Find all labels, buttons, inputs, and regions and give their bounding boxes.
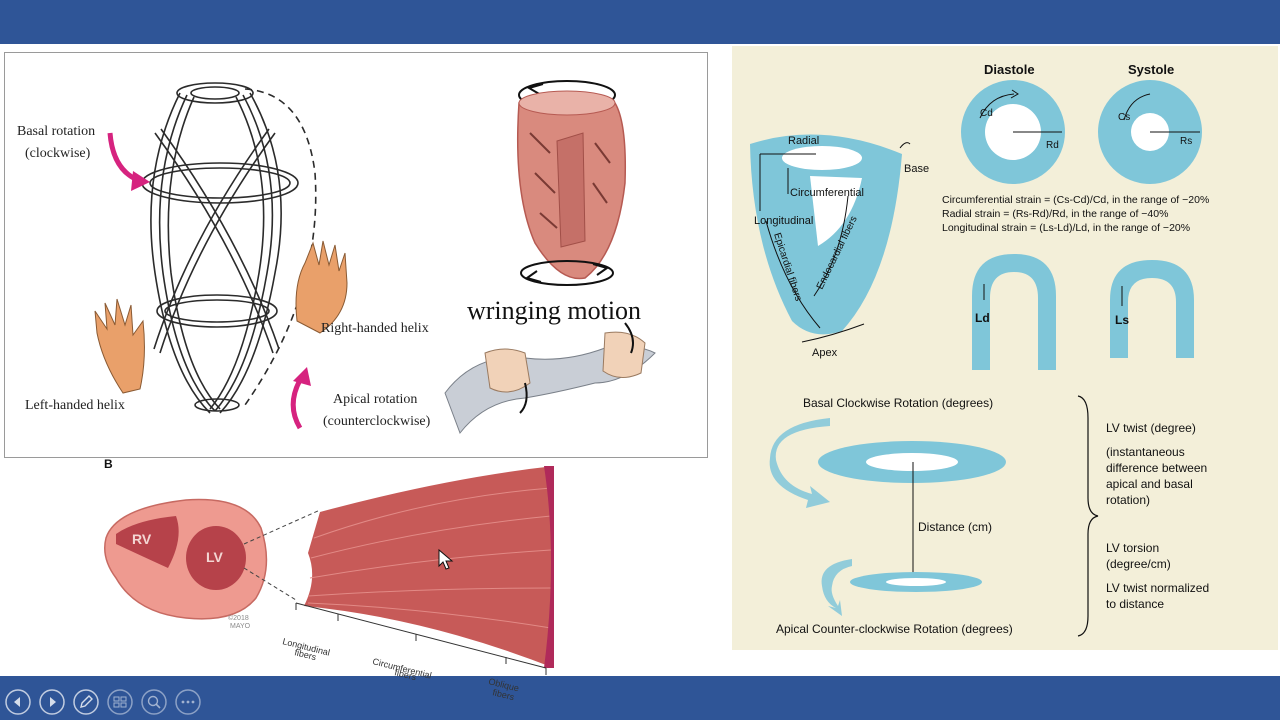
helix-bands-illustration xyxy=(141,82,317,414)
pen-icon[interactable] xyxy=(72,688,100,716)
copyright-mayo: MAYO xyxy=(230,623,251,630)
top-banner xyxy=(0,0,1280,44)
mouse-cursor-icon xyxy=(438,548,454,570)
left-hand-illustration xyxy=(94,298,145,394)
twist-def-line2: difference between xyxy=(1106,461,1207,475)
basal-direction-label: (clockwise) xyxy=(25,146,91,161)
cs-label: Cs xyxy=(1118,112,1130,123)
slideshow-controls xyxy=(0,684,202,720)
more-options-icon[interactable] xyxy=(174,688,202,716)
lv-label: LV xyxy=(206,549,224,565)
normalized-line1: LV twist normalized xyxy=(1106,581,1209,595)
helix-figure-panel: Basal rotation (clockwise) Right-handed … xyxy=(4,52,708,458)
rd-label: Rd xyxy=(1046,140,1059,151)
previous-slide-icon[interactable] xyxy=(4,688,32,716)
wringing-towel-illustration xyxy=(444,322,656,435)
section-b-label: B xyxy=(104,458,113,471)
lv-twist-label: LV twist (degree) xyxy=(1106,421,1196,435)
rv-cavity xyxy=(116,516,179,568)
twist-def-line1: (instantaneous xyxy=(1106,445,1185,459)
normalized-line2: to distance xyxy=(1106,597,1164,611)
rs-label: Rs xyxy=(1180,136,1192,147)
longitudinal-label: Longitudinal xyxy=(754,215,813,227)
systole-arch xyxy=(1110,260,1194,358)
fiber-section-panel: B RV LV ©2018 MAYO Longitudinal fibers C… xyxy=(96,458,566,720)
cd-label: Cd xyxy=(980,108,993,119)
radial-label: Radial xyxy=(788,135,819,147)
slides-grid-icon[interactable] xyxy=(106,688,134,716)
torsion-unit-label: (degree/cm) xyxy=(1106,557,1171,571)
apical-rotation-label: Apical rotation xyxy=(333,392,417,407)
longitudinal-strain-text: Longitudinal strain = (Ls-Ld)/Ld, in the… xyxy=(942,222,1190,234)
curly-brace xyxy=(1077,395,1099,637)
apical-rotation-arrow-cyan xyxy=(821,559,852,616)
diastole-heading: Diastole xyxy=(984,62,1035,77)
myocardium-wedge xyxy=(304,466,554,668)
rv-label: RV xyxy=(132,531,152,547)
apical-rotation-heading: Apical Counter-clockwise Rotation (degre… xyxy=(776,622,1013,636)
right-hand-illustration xyxy=(295,240,348,334)
ls-label: Ls xyxy=(1115,313,1129,327)
apex-label: Apex xyxy=(812,347,838,359)
twist-def-line3: apical and basal xyxy=(1106,477,1193,491)
systole-heading: Systole xyxy=(1128,62,1174,77)
lv-cavity xyxy=(186,526,246,590)
distance-label: Distance (cm) xyxy=(918,520,992,534)
radial-strain-text: Radial strain = (Rs-Rd)/Rd, in the range… xyxy=(942,208,1168,220)
ld-label: Ld xyxy=(975,311,990,325)
twist-def-line4: rotation) xyxy=(1106,493,1150,507)
base-label: Base xyxy=(904,163,929,175)
wringing-motion-label: wringing motion xyxy=(467,296,641,325)
left-handed-helix-label: Left-handed helix xyxy=(25,398,125,413)
basal-rotation-arrow-cyan xyxy=(769,418,830,508)
apical-direction-label: (counterclockwise) xyxy=(323,414,431,429)
copyright-year: ©2018 xyxy=(228,614,249,622)
right-handed-helix-label: Right-handed helix xyxy=(321,321,429,336)
zoom-icon[interactable] xyxy=(140,688,168,716)
heart-muscle-illustration xyxy=(517,80,627,286)
basal-rotation-label: Basal rotation xyxy=(17,124,95,139)
circumferential-label: Circumferential xyxy=(790,187,864,199)
diastole-arch xyxy=(972,254,1056,370)
bottom-banner xyxy=(0,676,1280,720)
next-slide-icon[interactable] xyxy=(38,688,66,716)
basal-rotation-heading: Basal Clockwise Rotation (degrees) xyxy=(803,396,993,410)
circumferential-strain-text: Circumferential strain = (Cs-Cd)/Cd, in … xyxy=(942,194,1209,206)
strain-figure-panel: Diastole Systole Cd Rd Cs Rs Radial Base… xyxy=(732,46,1278,650)
lv-torsion-label: LV torsion xyxy=(1106,541,1159,555)
